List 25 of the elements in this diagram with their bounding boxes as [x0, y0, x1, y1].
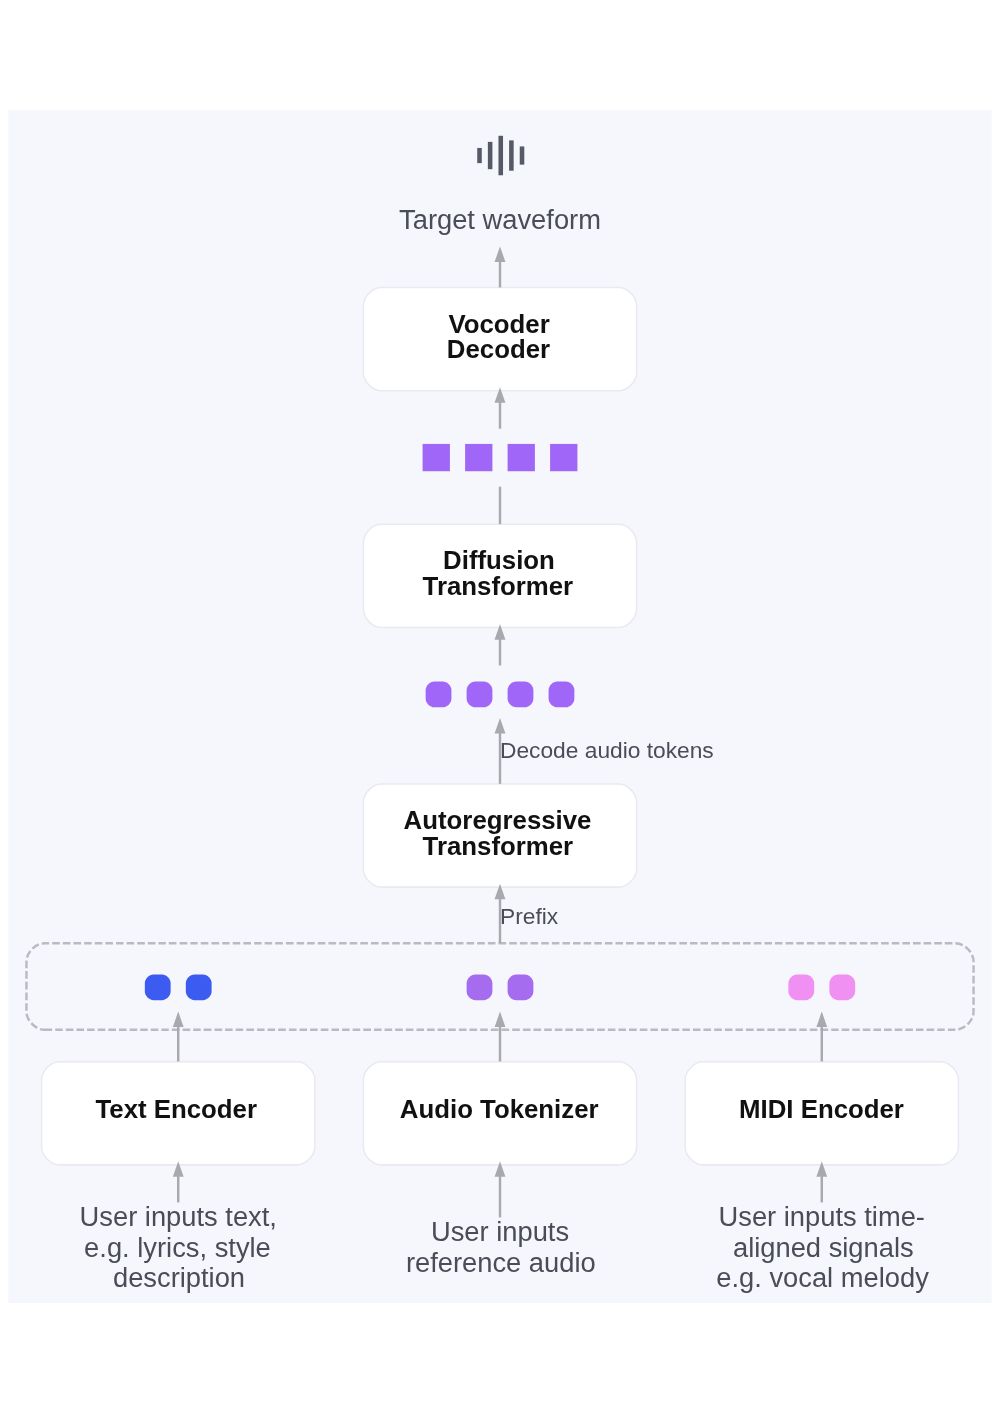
node-text: User inputs text, e.g. lyrics, style description [79, 1200, 277, 1293]
arrow [494, 623, 506, 665]
node-text: User inputs time-aligned signals e.g. vocal melody [716, 1200, 929, 1293]
node-box: Audio Tokenizer [362, 1060, 638, 1166]
connector [498, 486, 502, 524]
arrow [494, 245, 506, 287]
arrow [172, 1011, 184, 1061]
arrow [494, 883, 506, 943]
cluster [25, 941, 975, 1031]
arrow [172, 1160, 184, 1202]
edge-label: Decode audio tokens [500, 736, 714, 763]
arrow [494, 717, 506, 784]
node-box: Vocoder Decoder [362, 286, 638, 392]
arrow [816, 1160, 828, 1202]
node-text: User inputs reference audio [405, 1215, 596, 1278]
node-box: Autoregressive Transformer [362, 782, 638, 888]
node-box: Text Encoder [40, 1060, 316, 1166]
node-box: MIDI Encoder [684, 1060, 960, 1166]
arrow [816, 1011, 828, 1061]
arrow [494, 386, 506, 429]
arrow [494, 1160, 506, 1217]
node-text: Target waveform [399, 203, 601, 235]
node-box: Diffusion Transformer [362, 523, 638, 628]
edge-label: Prefix [500, 902, 559, 929]
arrow [494, 1011, 506, 1061]
